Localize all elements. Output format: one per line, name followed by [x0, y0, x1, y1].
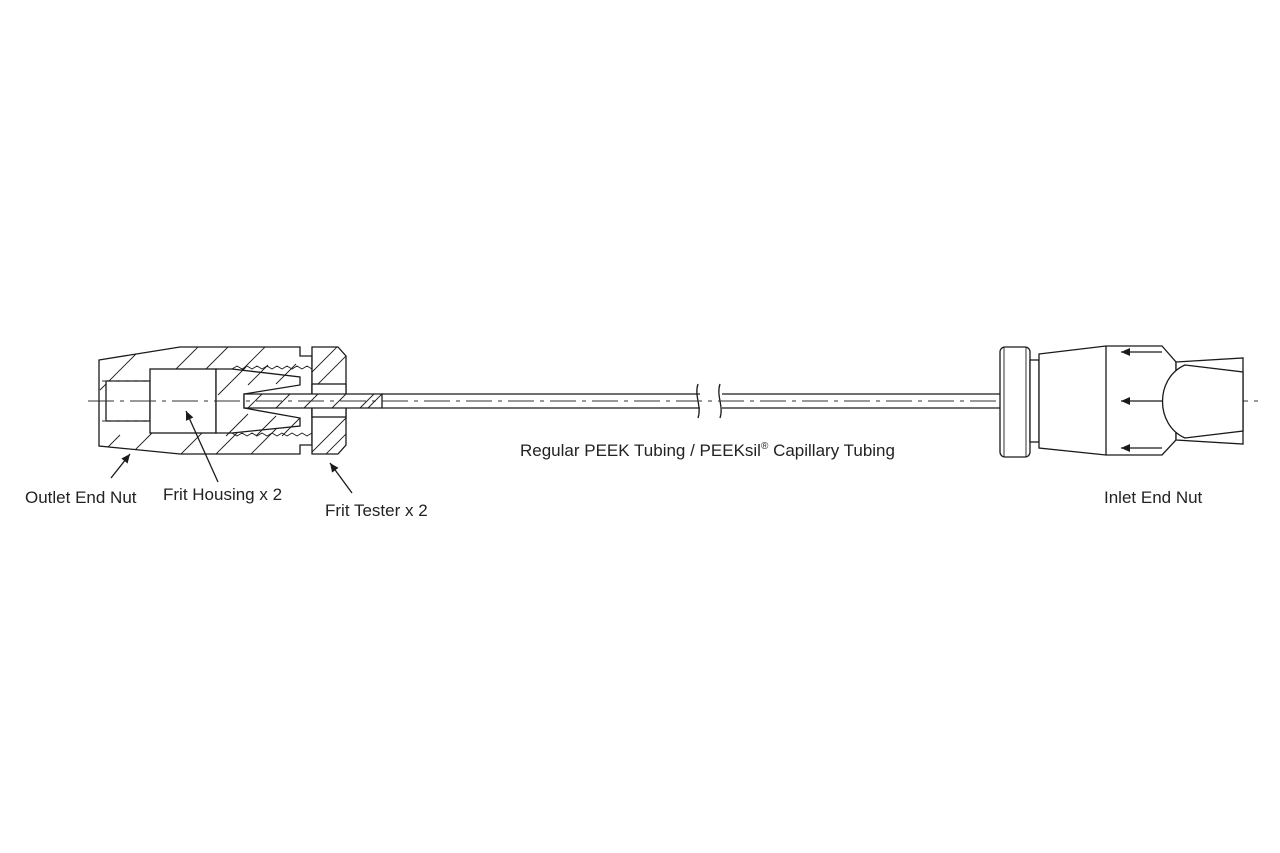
thread-top	[231, 365, 323, 370]
inlet-nut-cone	[1162, 364, 1244, 439]
inlet-end-nut	[999, 345, 1244, 458]
label-tubing-main: Regular PEEK Tubing / PEEKsil	[520, 441, 761, 460]
outlet-end-assembly	[98, 346, 383, 455]
label-frit-housing: Frit Housing x 2	[163, 485, 282, 504]
label-frit-tester: Frit Tester x 2	[325, 501, 428, 520]
label-tubing-rest: Capillary Tubing	[768, 441, 895, 460]
inlet-collar	[1029, 359, 1040, 443]
label-tubing-registered: ®	[761, 441, 769, 452]
frit-tester-hatching	[217, 363, 301, 437]
label-tubing: Regular PEEK Tubing / PEEKsil® Capillary…	[520, 441, 895, 460]
frit-tester-leader	[329, 462, 353, 494]
tubing	[382, 383, 1000, 419]
inlet-flange	[999, 346, 1031, 458]
outlet-nut-leader	[110, 453, 131, 479]
frit-housing-leader	[185, 410, 219, 483]
label-outlet-end-nut: Outlet End Nut	[25, 488, 137, 507]
label-inlet-end-nut: Inlet End Nut	[1104, 488, 1203, 507]
thread-bottom	[231, 432, 323, 437]
